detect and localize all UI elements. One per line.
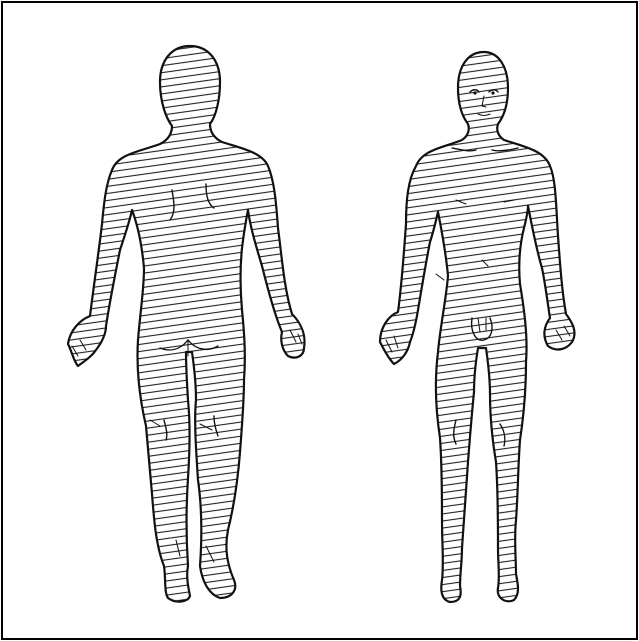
body-diagram xyxy=(0,0,639,641)
